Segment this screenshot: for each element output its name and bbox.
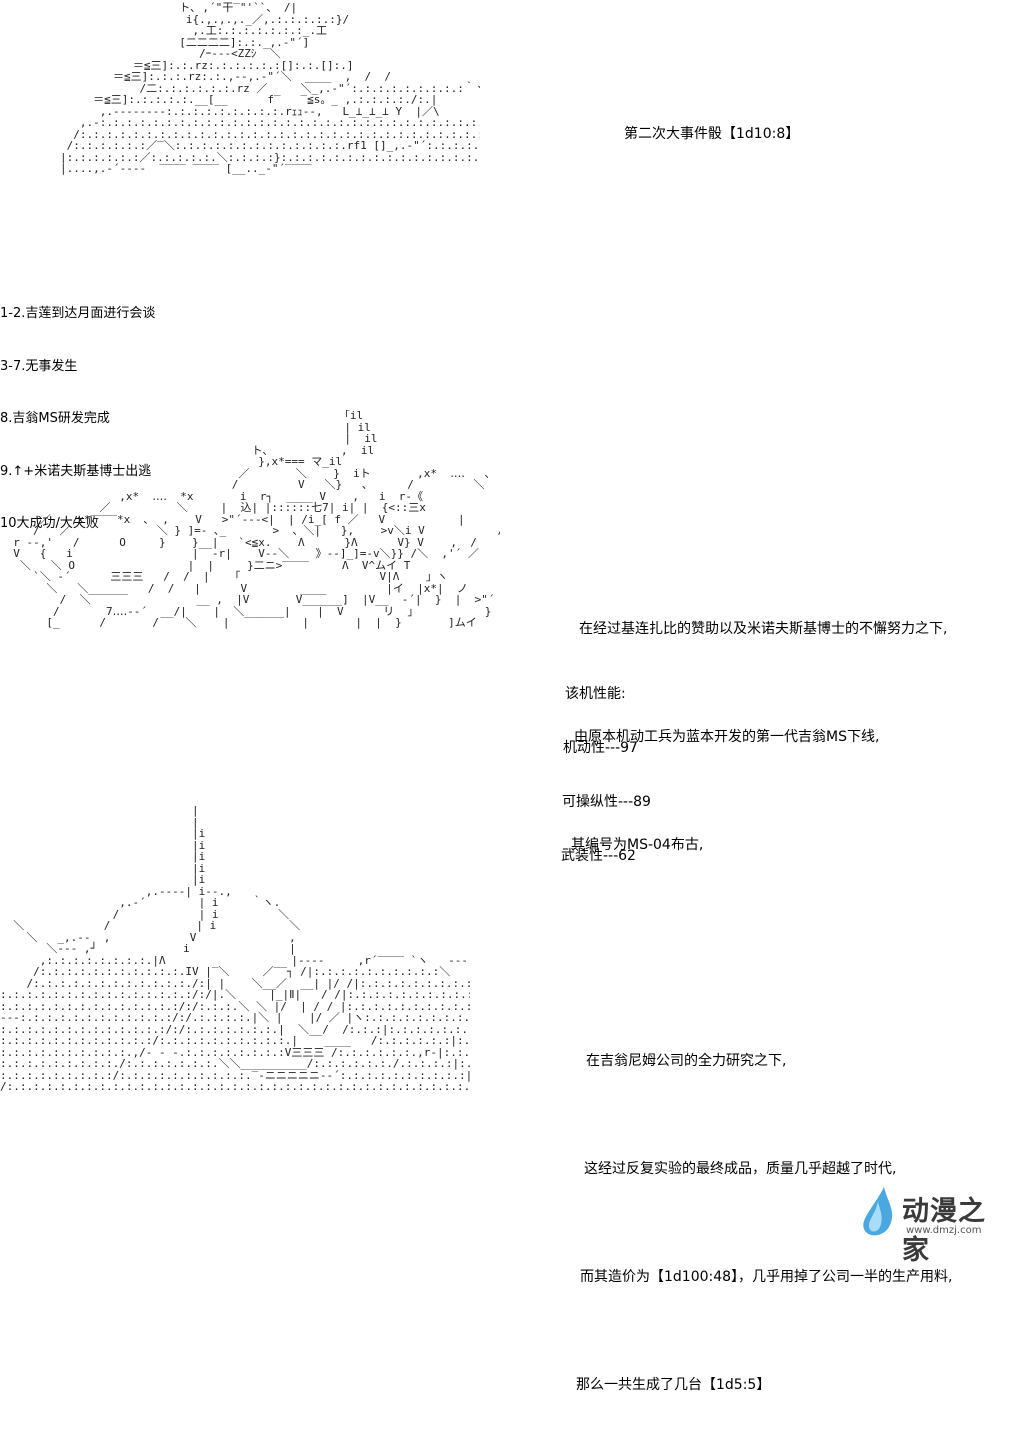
performance-stats: 该机性能: 机动性---97 可操纵性---89 武装性---62 [561, 649, 651, 883]
paragraph-line: 而其造价为【1d100:48】，几乎用掉了公司一半的生产用料, [580, 1269, 953, 1285]
paragraph-line: 其编号为MS-04布古, [571, 837, 704, 853]
ascii-art-mobile-suit-head: | | |i |i |i |i |i [0, 805, 470, 1093]
paragraph-development: 在经过基连扎比的赞助以及米诺夫斯基博士的不懈努力之下, 由原本机动工兵为蓝本开发… [566, 539, 947, 899]
ascii-art-ship: ト､ ,´"干‾"'``、 /| i{.,.,.,._／,.:.:.:.:.:}… [60, 2, 480, 175]
event-item-3: 8.吉翁MS研发完成 [0, 411, 110, 426]
event-item-4: 9.↑+米诺夫斯基博士出逃 [0, 463, 152, 479]
event-item-2: 3-7.无事发生 [0, 358, 78, 374]
event-list: 1-2.吉莲到达月面进行会谈 3-7.无事发生 8.吉翁MS研发完成 9.↑+米… [0, 270, 155, 550]
paragraph-line: 这经过反复实验的最终成品，质量几乎超越了时代, [584, 1161, 897, 1177]
event-dice-heading: 第二次大事件骰【1d10:8】 [624, 126, 800, 142]
paragraph-line: 在经过基连扎比的赞助以及米诺夫斯基博士的不懈努力之下, [579, 621, 948, 637]
watermark-logo: 动漫之家 www.dmzj.com [858, 1185, 1008, 1266]
performance-title: 该机性能: [565, 686, 626, 702]
event-item-5: 10大成功/大失败 [0, 516, 99, 531]
paragraph-line: 那么一共生成了几台【1d5:5】 [576, 1377, 771, 1393]
event-item-1: 1-2.吉莲到达月面进行会谈 [0, 306, 156, 321]
paragraph-line: 由原本机动工兵为蓝本开发的第一代吉翁MS下线, [574, 729, 880, 745]
watermark-url: www.dmzj.com [906, 1225, 982, 1236]
ascii-art-scientists: ｢il | il | il ト､ , il [13, 410, 500, 629]
water-drop-icon [863, 1187, 893, 1236]
stat-handling: 可操纵性---89 [562, 794, 651, 810]
paragraph-line: 在吉翁尼姆公司的全力研究之下, [586, 1053, 787, 1069]
stat-mobility: 机动性---97 [563, 740, 638, 756]
stat-armament: 武装性---62 [561, 848, 636, 864]
